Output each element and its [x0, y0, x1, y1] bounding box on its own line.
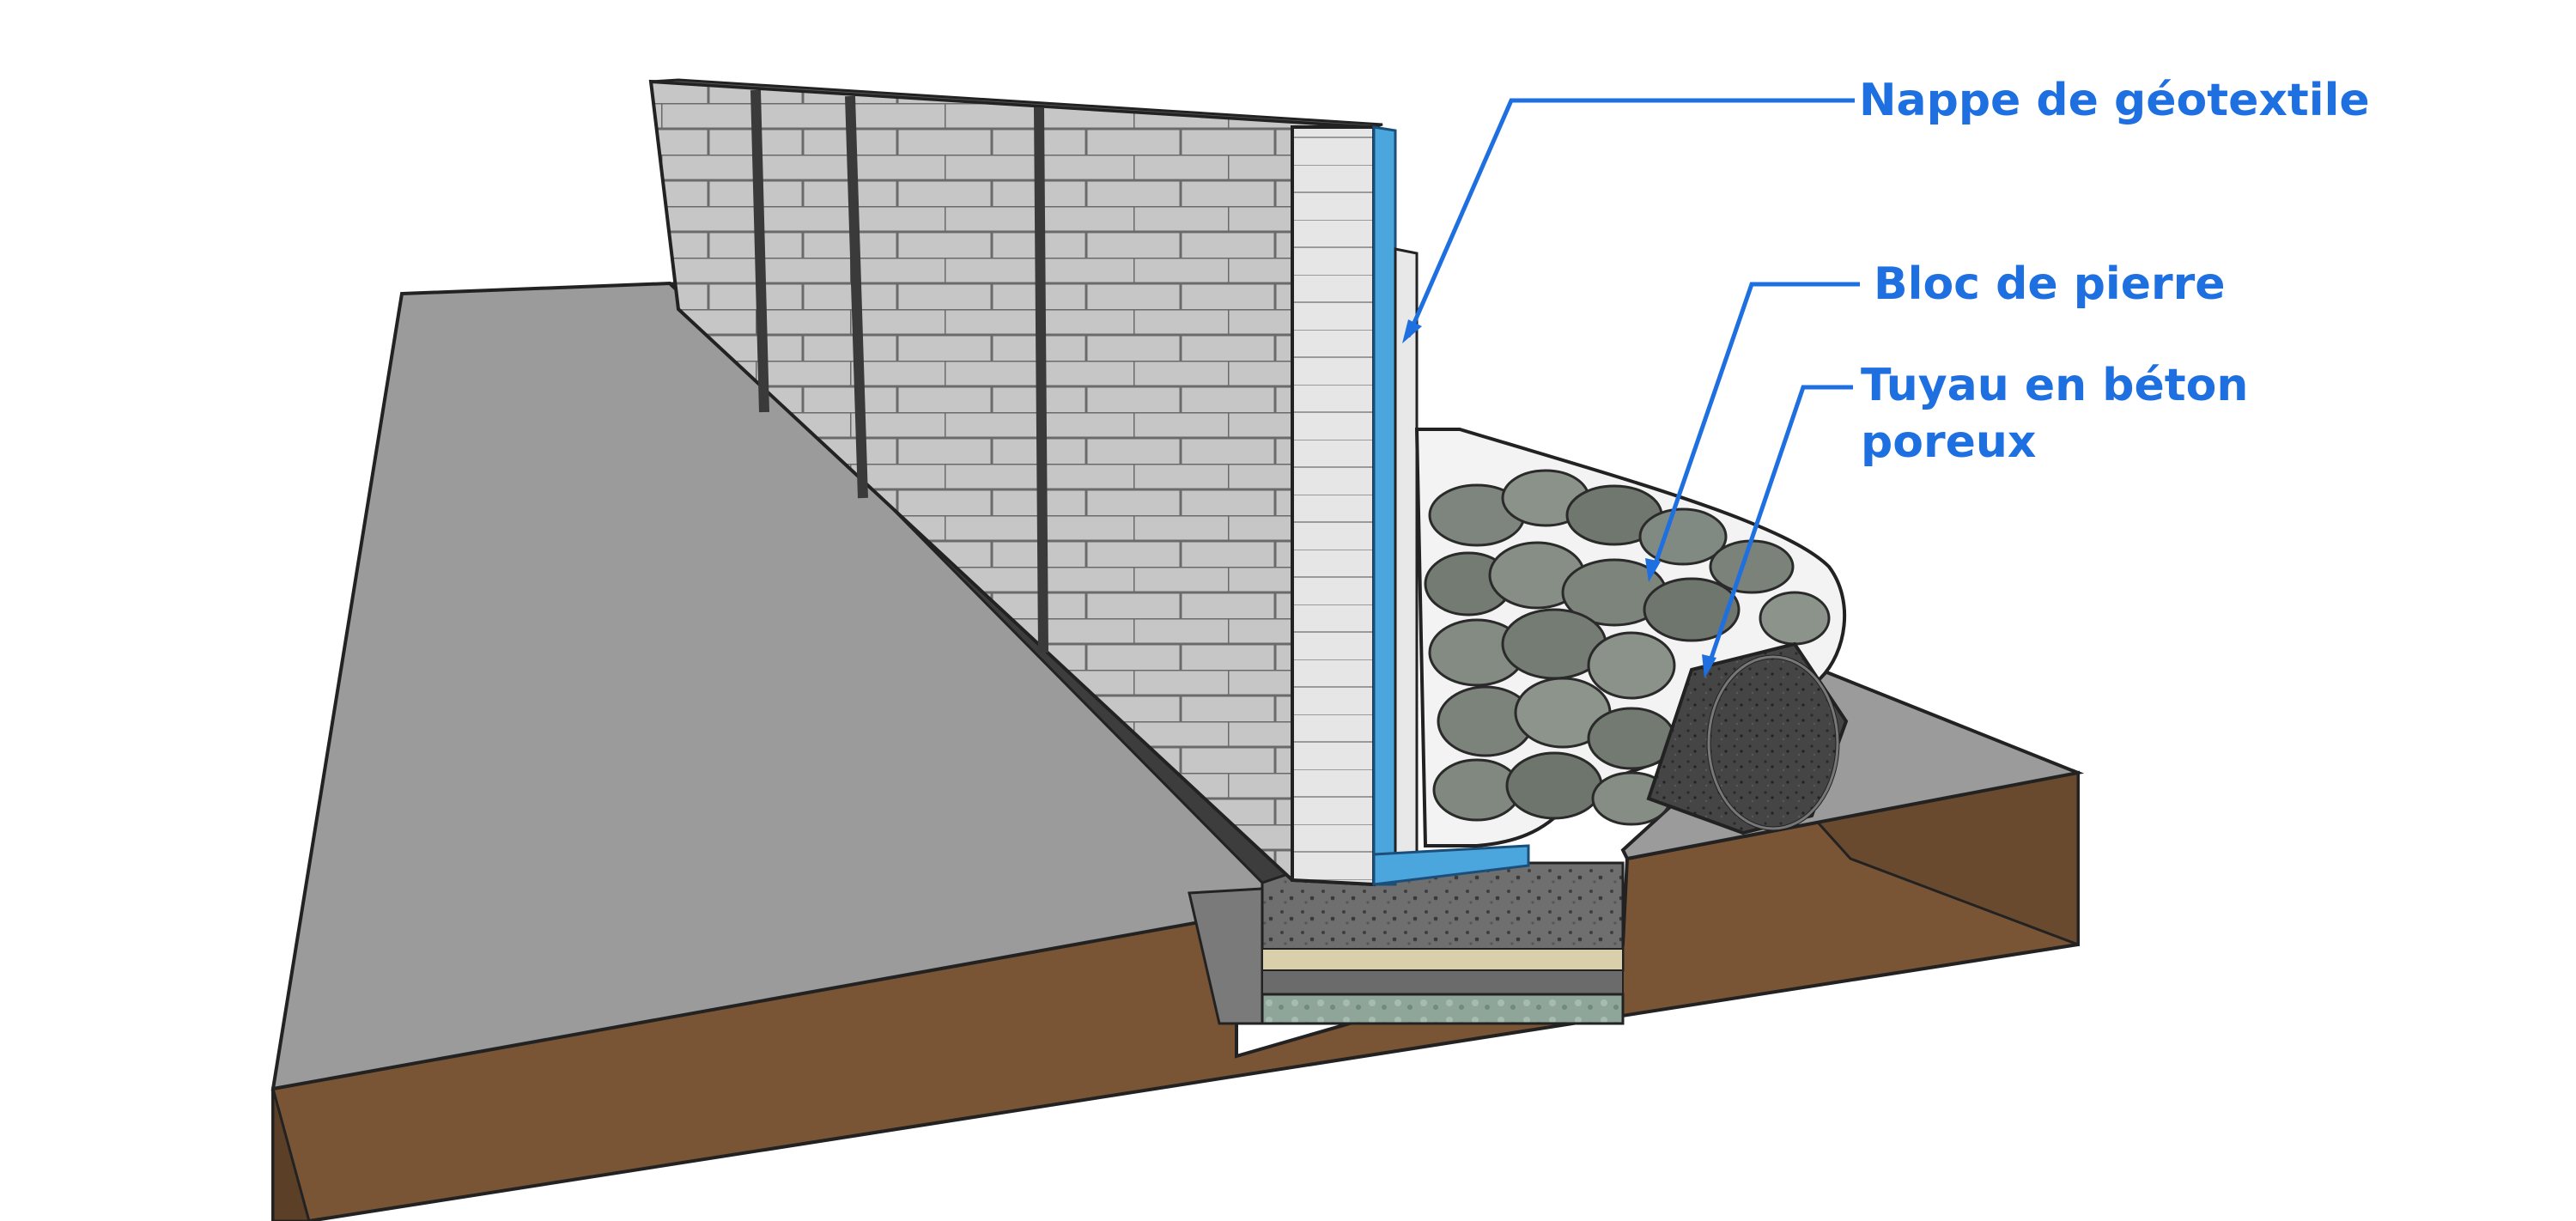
footing-gravel-layer [1261, 969, 1624, 995]
porous-concrete-pipe [1646, 641, 1849, 835]
callout-leaders [1406, 98, 1860, 666]
leader-geotextile [1406, 98, 1855, 337]
callout-geotextile-label: Nappe de géotextile [1859, 75, 2370, 126]
membrane-base [1372, 844, 1530, 886]
footing-sand-layer [1261, 993, 1625, 1025]
callout-arrowheads [1402, 319, 1716, 678]
arrowhead-bloc [1645, 558, 1661, 582]
block-wall-cap [650, 78, 1383, 129]
block-wall-end [1291, 125, 1376, 887]
pipe-rim [1707, 655, 1839, 830]
soil-left-face [271, 1088, 311, 1221]
callout-porous-pipe-label: Tuyau en béton poreux [1861, 360, 2249, 468]
waterproof-membrane [1372, 125, 1397, 886]
arrowhead-geotextile [1402, 319, 1422, 343]
stone-fill [1424, 469, 1831, 826]
leader-tuyau [1706, 385, 1853, 666]
callout-stone-block-label: Bloc de pierre [1874, 258, 2226, 310]
wall-joints [750, 89, 1048, 653]
footing-beige-layer [1261, 948, 1624, 971]
arrowhead-tuyau [1702, 654, 1716, 678]
leader-bloc [1650, 282, 1860, 572]
drainage-board [1394, 247, 1419, 871]
